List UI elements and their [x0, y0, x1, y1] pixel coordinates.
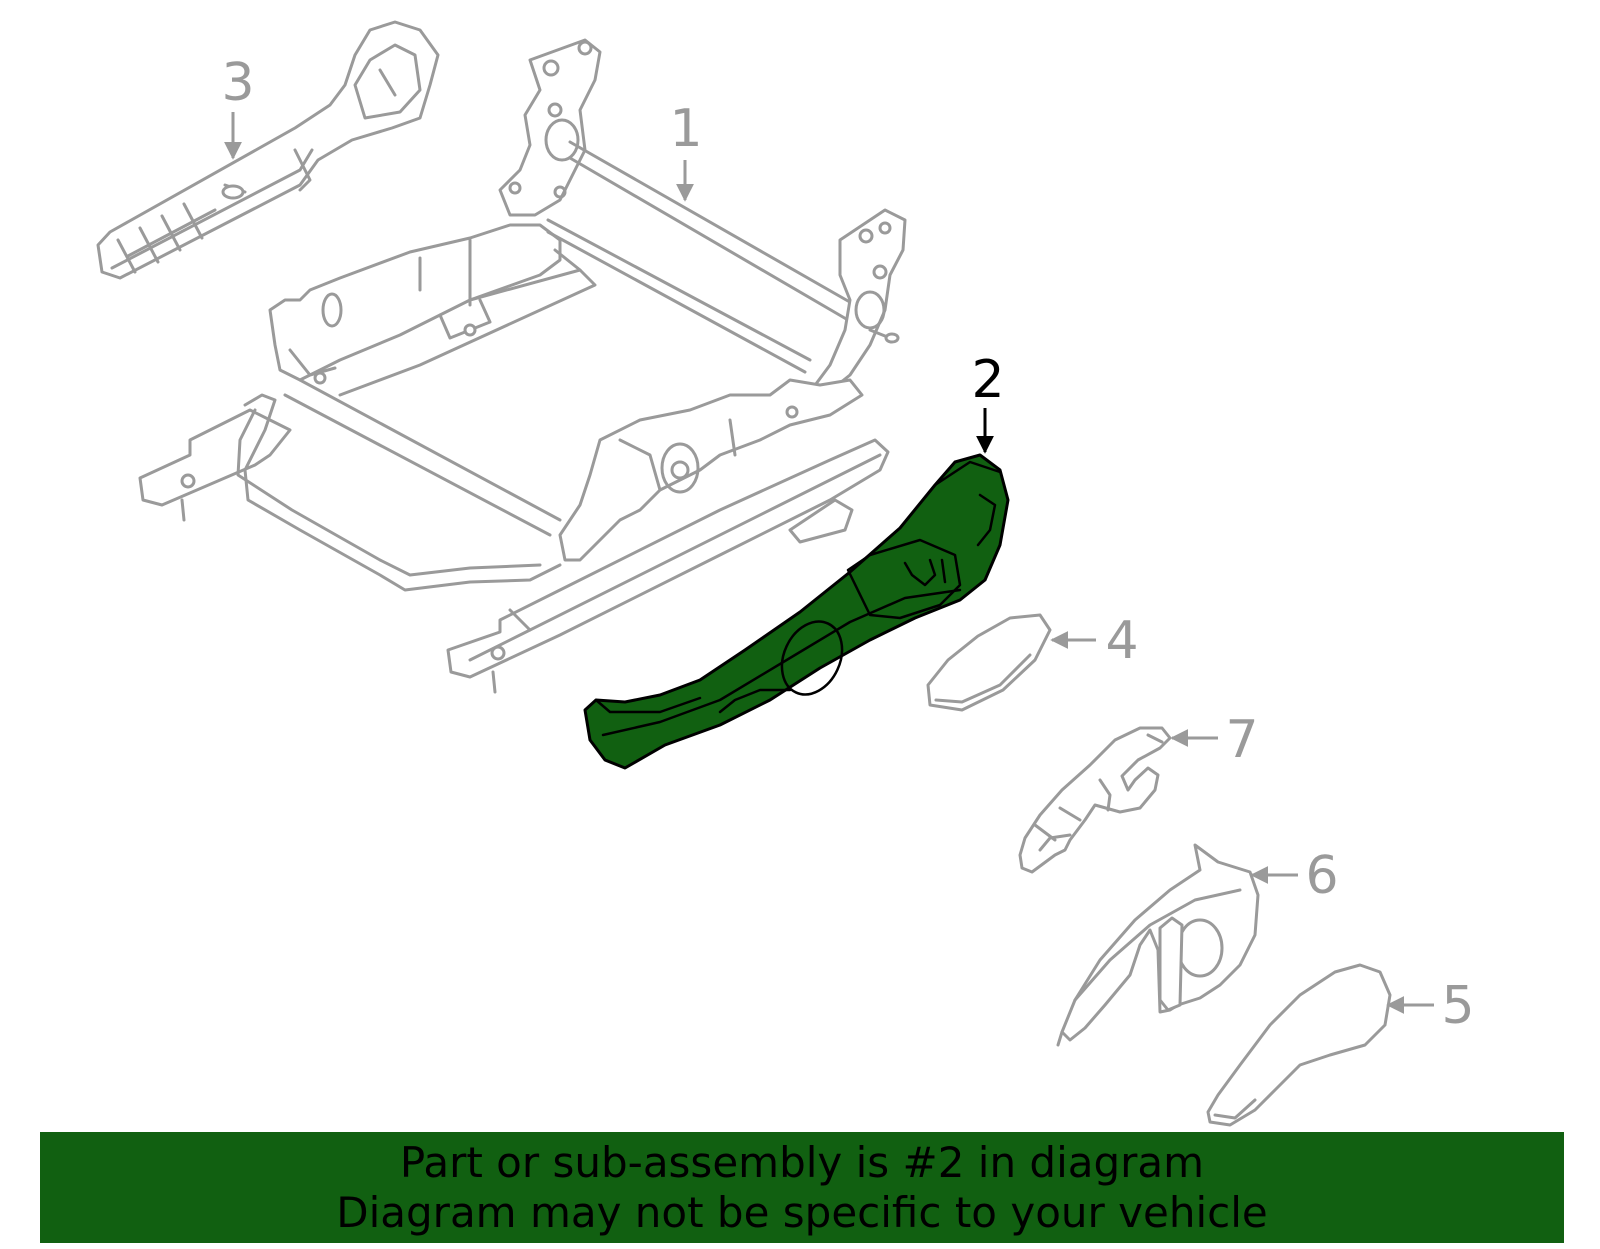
part-2-body — [583, 453, 1010, 770]
banner-line-disclaimer: Diagram may not be specific to your vehi… — [336, 1187, 1268, 1237]
callout-2: 2 — [971, 350, 1004, 410]
part-3-side-shield — [96, 20, 440, 280]
callout-6: 6 — [1305, 846, 1338, 906]
callout-5: 5 — [1441, 976, 1474, 1036]
callout-7: 7 — [1225, 710, 1258, 770]
banner-line-part-info: Part or sub-assembly is #2 in diagram — [399, 1137, 1205, 1187]
callout-1: 1 — [669, 99, 702, 159]
part-5-knob-cover — [1206, 963, 1392, 1127]
part-1-seat-frame — [138, 38, 907, 694]
part-7-handle — [1018, 726, 1172, 874]
callout-4: 4 — [1105, 611, 1138, 671]
callout-3: 3 — [221, 53, 254, 113]
part-4-bezel — [926, 613, 1052, 712]
part-6-knob-trim — [1056, 843, 1260, 1047]
info-banner: Part or sub-assembly is #2 in diagram Di… — [40, 1132, 1564, 1243]
part-2-side-cover-highlighted — [583, 453, 1010, 770]
leader-lines — [224, 112, 1434, 1014]
